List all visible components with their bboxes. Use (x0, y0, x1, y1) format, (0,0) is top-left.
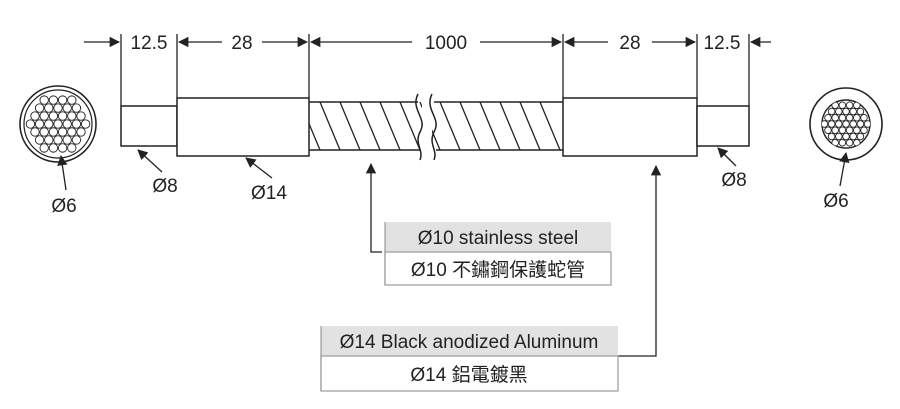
dimension-texts: 12.5 28 1000 28 12.5 (131, 33, 741, 54)
callout-left-sleeve-dia: Ø14 (251, 183, 287, 204)
wire-strand (856, 132, 865, 141)
wire-strand (824, 126, 832, 135)
wire-strand (34, 119, 45, 129)
callout-right-wire: Ø6 (823, 191, 848, 212)
callout-left-tip-dia: Ø8 (152, 176, 177, 197)
right-tip (696, 105, 750, 147)
callout-right-tip-dia: Ø8 (721, 170, 746, 191)
wire-strand (860, 126, 868, 135)
wire-strand (30, 111, 40, 121)
wire-strand (849, 120, 857, 128)
dim-middle: 1000 (425, 33, 467, 54)
wire-strand (39, 111, 49, 121)
wire-strand (849, 132, 857, 141)
stainless-label-zh: Ø10 不鏽鋼保護蛇管 (411, 259, 585, 281)
wire-strand (822, 120, 829, 128)
wire-strand (838, 138, 847, 147)
wire-strand (845, 138, 854, 147)
wire-strand (827, 132, 836, 141)
wire-strand (62, 103, 72, 113)
wire-strand (845, 114, 854, 122)
wire-strand (831, 126, 839, 135)
wire-strand (76, 111, 86, 121)
wire-strand (48, 95, 59, 105)
wire-strand (53, 103, 63, 113)
wire-strand (860, 114, 868, 122)
wire-strand (67, 111, 77, 121)
cable-body (120, 93, 750, 161)
wire-strand (838, 114, 847, 122)
wire-strand (853, 126, 861, 135)
wire-strand (71, 103, 82, 113)
wire-strand (835, 132, 843, 141)
wire-strand (831, 114, 839, 122)
wire-strand (67, 143, 77, 153)
wire-strand (57, 111, 68, 121)
left-end-view (19, 85, 97, 163)
right-end-view (809, 87, 883, 161)
wire-strand (842, 132, 850, 141)
wire-strand (30, 127, 40, 137)
wire-strand (842, 120, 850, 128)
wire-strand (62, 119, 72, 129)
wire-strand (856, 107, 865, 116)
wire-strand (62, 135, 72, 145)
wire-strand (44, 135, 54, 145)
extension-lines (120, 34, 750, 106)
wire-strand (25, 119, 36, 129)
wire-strand (53, 135, 63, 145)
wire-strand (835, 107, 843, 116)
wire-strand (845, 101, 854, 110)
wire-strand (842, 107, 850, 116)
wire-strand (57, 143, 68, 153)
wire-strand (835, 120, 843, 128)
wire-strand (863, 120, 870, 128)
wire-strand (39, 127, 49, 137)
wire-strand (838, 101, 847, 110)
wire-strand (57, 95, 68, 105)
wire-strand (39, 95, 49, 105)
wire-strand (71, 119, 82, 129)
dim-left-tip: 12.5 (131, 33, 168, 54)
wire-strand (48, 127, 59, 137)
wire-strand (44, 119, 54, 129)
dim-right-tip: 12.5 (704, 33, 741, 54)
wire-strand (71, 135, 82, 145)
dim-left-sleeve: 28 (231, 33, 252, 54)
stainless-label: Ø10 stainless steel Ø10 不鏽鋼保護蛇管 (384, 222, 612, 286)
wire-strand (838, 126, 847, 135)
wire-strand (34, 135, 45, 145)
wire-strand (845, 126, 854, 135)
callout-left-wire: Ø6 (51, 196, 76, 217)
wire-strand (849, 107, 857, 116)
wire-strand (53, 119, 63, 129)
wire-strand (39, 143, 49, 153)
right-sleeve (562, 97, 698, 157)
aluminum-label-zh: Ø14 鋁電鍍黑 (410, 364, 527, 386)
leader-lines (57, 147, 850, 357)
callout-texts: Ø6 Ø8 Ø14 Ø8 Ø6 (51, 170, 848, 217)
wire-strand (67, 127, 77, 137)
wire-strand (853, 114, 861, 122)
dim-right-sleeve: 28 (619, 33, 640, 54)
wire-strand (48, 143, 59, 153)
wire-strand (76, 127, 86, 137)
wire-strand (827, 120, 836, 128)
wire-strand (44, 103, 54, 113)
wire-strand (80, 119, 91, 129)
wire-strand (57, 127, 68, 137)
wire-strand (827, 107, 836, 116)
left-tip (120, 105, 178, 147)
aluminum-label: Ø14 Black anodized Aluminum Ø14 鋁電鍍黑 (320, 326, 619, 392)
wire-strand (34, 103, 45, 113)
wire-strand (48, 111, 59, 121)
stainless-label-en: Ø10 stainless steel (418, 228, 579, 249)
wire-strand (67, 95, 77, 105)
aluminum-label-en: Ø14 Black anodized Aluminum (340, 332, 599, 353)
wire-strand (856, 120, 865, 128)
wire-strand (824, 114, 832, 122)
left-sleeve (176, 97, 310, 157)
